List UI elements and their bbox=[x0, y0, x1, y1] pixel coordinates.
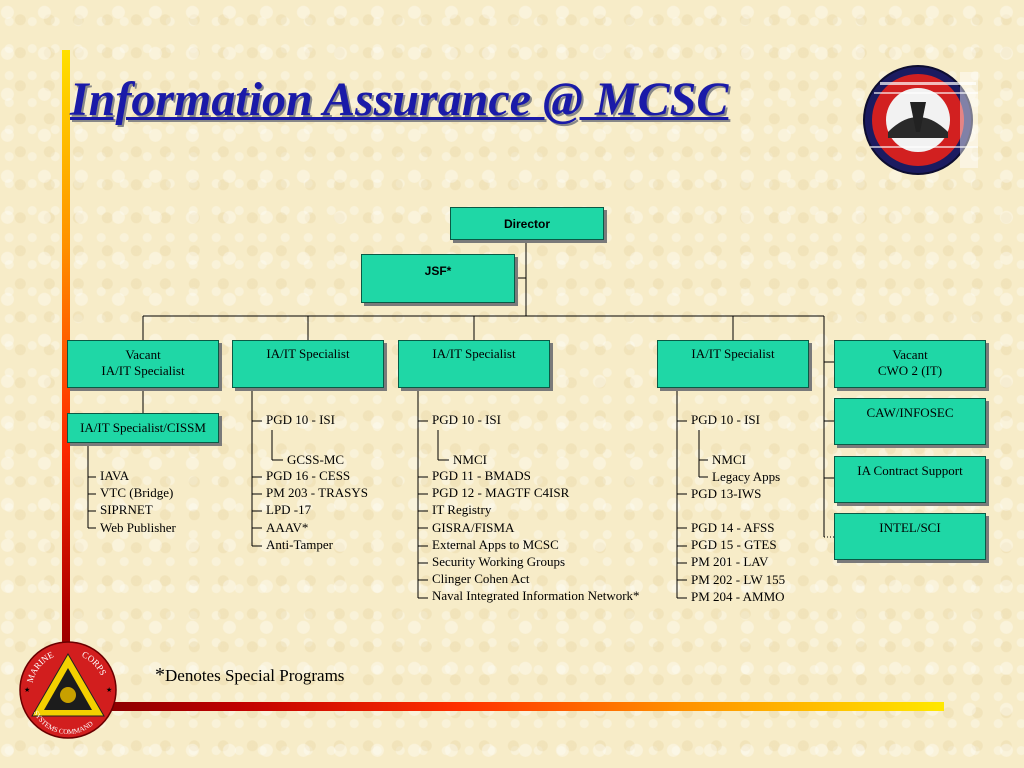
caw-infosec-label: CAW/INFOSEC bbox=[866, 405, 954, 420]
intel-sci-label: INTEL/SCI bbox=[879, 520, 941, 535]
vacant-cwo-line2: CWO 2 (IT) bbox=[877, 363, 943, 378]
list-item: PGD 16 - CESS bbox=[266, 468, 351, 483]
col4-sub-item-1: NMCI bbox=[712, 452, 746, 467]
ia-specialist-label-2: IA/IT Specialist bbox=[266, 346, 350, 361]
ia-specialist-label-3: IA/IT Specialist bbox=[432, 346, 516, 361]
list-item: VTC (Bridge) bbox=[100, 485, 174, 501]
footnote-star: * bbox=[155, 664, 165, 686]
list-item: PM 201 - LAV bbox=[691, 554, 769, 570]
col3-sub-item: NMCI bbox=[453, 452, 487, 467]
director-label: Director bbox=[503, 217, 550, 231]
list-item: IAVA bbox=[100, 468, 130, 483]
list-item: PGD 15 - GTES bbox=[691, 537, 777, 553]
ia-specialist-cissm-box: IA/IT Specialist/CISSM bbox=[67, 413, 219, 443]
list-col1: IAVA VTC (Bridge) SIPRNET Web Publisher bbox=[84, 467, 176, 536]
list-item: Security Working Groups bbox=[432, 554, 566, 570]
ia-cissm-label: IA/IT Specialist/CISSM bbox=[80, 420, 206, 435]
list-item: IT Registry bbox=[432, 502, 492, 518]
ia-contract-support-box: IA Contract Support bbox=[834, 456, 986, 503]
col3-top-item: PGD 10 - ISI bbox=[432, 412, 501, 427]
list-item: Clinger Cohen Act bbox=[432, 571, 530, 587]
list-item: Naval Integrated Information Network* bbox=[432, 588, 640, 604]
page-title: Information Assurance @ MCSC bbox=[70, 73, 729, 126]
marine-corps-seal-icon bbox=[863, 65, 978, 175]
list-item: PM 203 - TRASYS bbox=[266, 485, 368, 501]
caw-infosec-box: CAW/INFOSEC bbox=[834, 398, 986, 445]
ia-contract-label: IA Contract Support bbox=[857, 463, 963, 478]
list-col3: PGD 11 - BMADS PGD 12 - MAGTF C4ISR IT R… bbox=[416, 467, 640, 605]
vertical-accent-bar bbox=[62, 50, 70, 705]
list-item: GISRA/FISMA bbox=[432, 519, 515, 535]
jsf-label: JSF* bbox=[424, 264, 452, 278]
col4-sub-item-2: Legacy Apps bbox=[712, 469, 781, 484]
list-item: AAAV* bbox=[266, 519, 309, 535]
ia-specialist-box-4: IA/IT Specialist bbox=[657, 340, 809, 388]
svg-text:★: ★ bbox=[106, 686, 112, 694]
list-item: LPD -17 bbox=[266, 502, 312, 518]
ia-specialist-label: IA/IT Specialist bbox=[101, 363, 185, 378]
list-item: Anti-Tamper bbox=[266, 536, 333, 552]
vacant-label: Vacant bbox=[125, 347, 161, 362]
horizontal-accent-bar bbox=[62, 702, 944, 711]
list-item: PM 204 - AMMO bbox=[691, 588, 785, 604]
list-item: PGD 14 - AFSS bbox=[691, 520, 775, 535]
list-item: PGD 12 - MAGTF C4ISR bbox=[432, 485, 570, 501]
list-item: Web Publisher bbox=[100, 519, 176, 535]
list-item: PGD 11 - BMADS bbox=[432, 468, 531, 483]
vacant-ia-specialist-box: Vacant IA/IT Specialist bbox=[67, 340, 219, 388]
intel-sci-box: INTEL/SCI bbox=[834, 513, 986, 560]
director-box: Director bbox=[450, 207, 604, 240]
ia-specialist-box-3: IA/IT Specialist bbox=[398, 340, 550, 388]
list-col4-a: PGD 13-IWS bbox=[675, 485, 761, 502]
vacant-cwo-line1: Vacant bbox=[892, 347, 928, 362]
list-item: PGD 13-IWS bbox=[691, 486, 762, 501]
col4-top-item: PGD 10 - ISI bbox=[691, 412, 760, 427]
ia-specialist-box-2: IA/IT Specialist bbox=[232, 340, 384, 388]
col2-top-item: PGD 10 - ISI bbox=[266, 412, 335, 427]
list-item: PM 202 - LW 155 bbox=[691, 571, 786, 587]
col2-sub-item: GCSS-MC bbox=[287, 452, 345, 467]
list-col4-b: PGD 14 - AFSS PGD 15 - GTES PM 201 - LAV… bbox=[675, 519, 785, 605]
ia-specialist-label-4: IA/IT Specialist bbox=[691, 346, 775, 361]
footnote: *Denotes Special Programs bbox=[155, 664, 344, 687]
list-col2: PGD 16 - CESS PM 203 - TRASYS LPD -17 AA… bbox=[250, 467, 368, 553]
list-item: External Apps to MCSC bbox=[432, 536, 559, 552]
vacant-cwo-box: Vacant CWO 2 (IT) bbox=[834, 340, 986, 388]
marine-corps-systems-command-emblem-icon: MARINE CORPS SYSTEMS COMMAND ★ ★ bbox=[19, 641, 117, 739]
svg-text:★: ★ bbox=[24, 686, 30, 694]
list-item: SIPRNET bbox=[100, 502, 153, 518]
jsf-box: JSF* bbox=[361, 254, 515, 303]
footnote-text: Denotes Special Programs bbox=[165, 666, 345, 685]
